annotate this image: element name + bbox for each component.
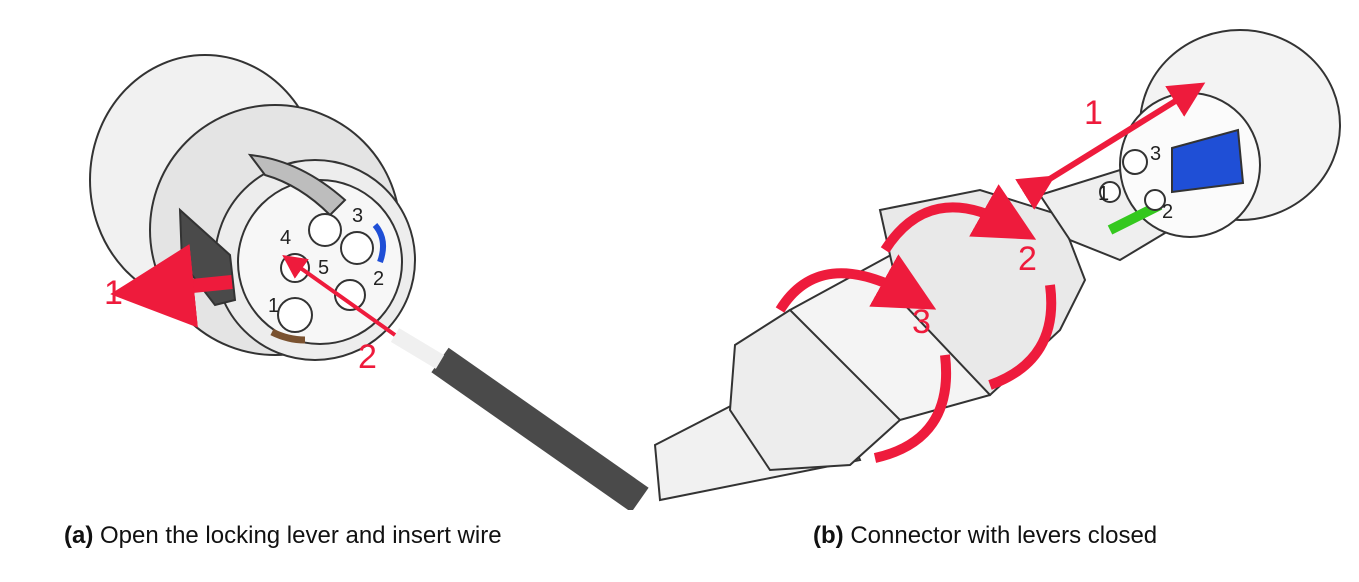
- step-label-b-2: 2: [1018, 240, 1037, 278]
- panel-b-drawing: 1 2 3 1 2 3: [653, 29, 1341, 502]
- step-label-b-3: 3: [912, 303, 931, 341]
- step-arc-b-2: [988, 284, 1057, 390]
- pin-label-b-1: 1: [1098, 183, 1109, 205]
- step-label-b-1: 1: [1084, 94, 1103, 132]
- step-arrow-a-2: [282, 255, 397, 337]
- step-arrow-b-2: [880, 184, 1037, 253]
- pin-label-a-4: 4: [280, 227, 291, 249]
- caption-b: (b) Connector with levers closed: [813, 522, 1157, 550]
- pin-label-a-2: 2: [373, 268, 384, 290]
- caption-a-text: Open the locking lever and insert wire: [100, 522, 502, 549]
- wire-a-sleeve: [431, 347, 649, 510]
- wire-a-stripped: [390, 328, 445, 369]
- pin-label-a-3: 3: [352, 205, 363, 227]
- step-label-a-2: 2: [358, 338, 377, 376]
- step-arrow-b-3: [775, 254, 937, 313]
- caption-a: (a) Open the locking lever and insert wi…: [64, 522, 502, 550]
- step-arc-b-3: [873, 354, 952, 463]
- pin-label-b-3: 3: [1150, 143, 1161, 165]
- caption-b-text: Connector with levers closed: [850, 522, 1158, 549]
- step-arrow-a-1: [110, 244, 233, 328]
- blue-marker-a: [372, 223, 387, 264]
- pin-label-a-5: 5: [318, 257, 329, 279]
- caption-b-tag: (b): [813, 522, 844, 549]
- brown-marker-a: [270, 328, 306, 344]
- step-arrow-b-1: [1015, 82, 1206, 210]
- pin-label-a-1: 1: [268, 295, 279, 317]
- panel-a-drawing: 1 2 3 4 5 1 2: [89, 54, 649, 510]
- step-label-a-1: 1: [104, 274, 123, 312]
- connector-illustration: 1 2 3 4 5 1 2 1: [89, 29, 1341, 510]
- pin-label-b-2: 2: [1162, 201, 1173, 223]
- caption-a-tag: (a): [64, 522, 94, 549]
